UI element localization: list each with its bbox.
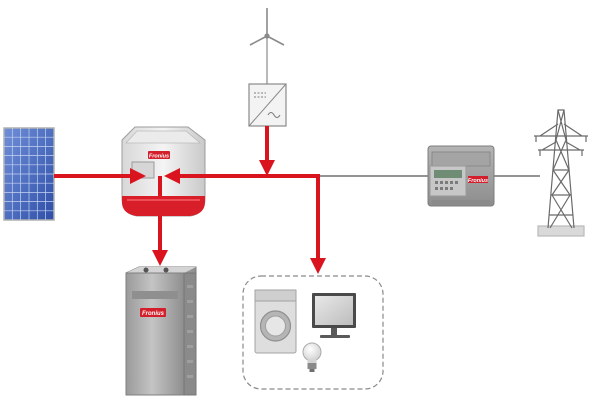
wind-turbine-icon bbox=[249, 8, 285, 84]
energy-meter: Fronius bbox=[427, 145, 495, 207]
solar-panel-icon bbox=[3, 127, 55, 221]
tv-monitor-icon bbox=[312, 293, 356, 338]
power-pylon-icon bbox=[534, 109, 588, 237]
washing-machine-icon bbox=[254, 289, 297, 354]
battery-storage: Fronius bbox=[125, 266, 197, 396]
ac-dc-converter-icon bbox=[248, 83, 287, 127]
household-loads bbox=[242, 275, 384, 390]
energy-meter-brand: Fronius bbox=[468, 178, 488, 184]
inverter: Fronius bbox=[121, 126, 206, 217]
inverter-brand: Fronius bbox=[149, 154, 169, 160]
light-bulb-icon bbox=[302, 342, 322, 372]
battery-brand: Fronius bbox=[142, 311, 165, 317]
energy-flows bbox=[54, 126, 326, 274]
